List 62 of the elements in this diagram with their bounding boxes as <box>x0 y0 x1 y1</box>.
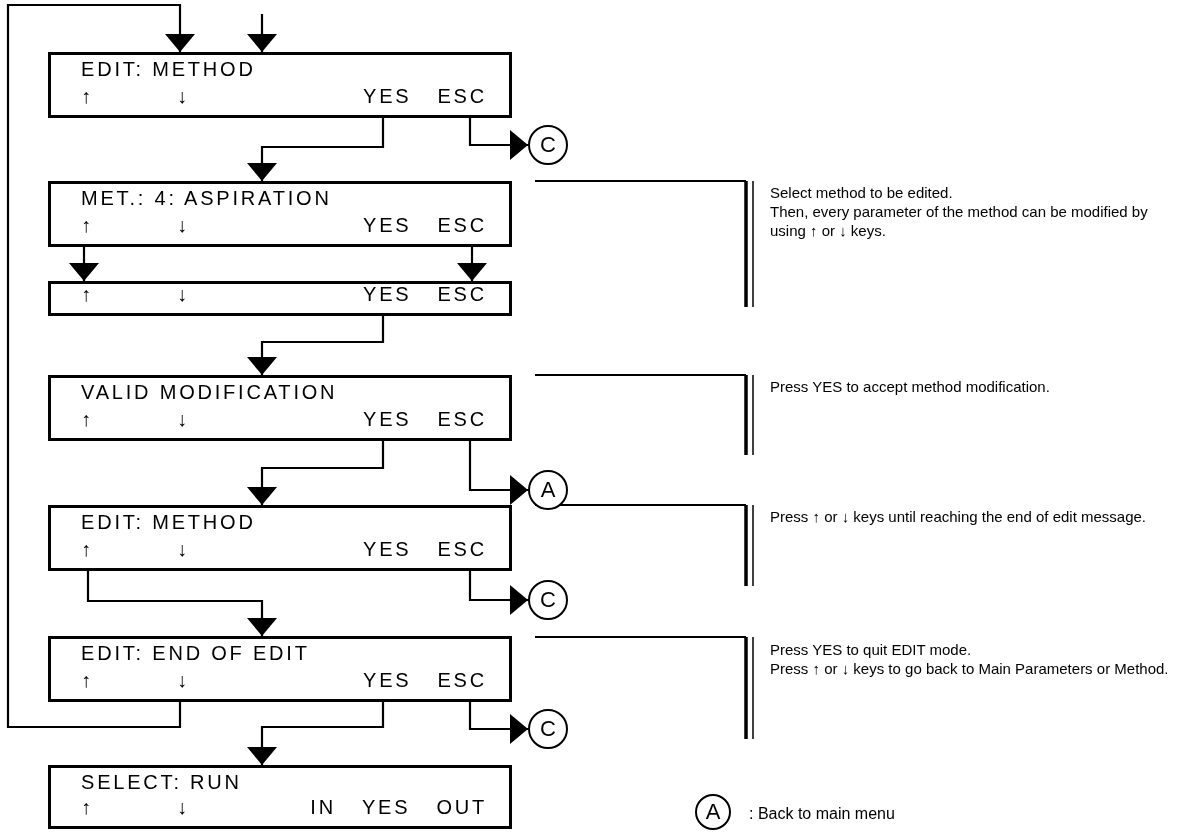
key-label: ESC <box>437 215 487 235</box>
lcd-screen-box <box>48 375 512 441</box>
key-label: ESC <box>437 409 487 429</box>
key-label: ↓ <box>177 409 190 429</box>
arrow <box>247 14 277 52</box>
lcd-text: EDIT: END OF EDIT <box>81 643 310 663</box>
key-label: YES <box>363 409 412 429</box>
note-text: Press ↑ or ↓ keys to go back to Main Parameters or Method. <box>770 659 1170 678</box>
key-label: ESC <box>437 86 487 106</box>
lcd-screen-box <box>48 181 512 247</box>
key-label: ↓ <box>177 284 190 304</box>
key-label: ↑ <box>81 797 94 817</box>
key-label: ↑ <box>81 670 94 690</box>
note-text: Press YES to accept method modification. <box>770 377 1051 396</box>
lcd-screen-box <box>48 505 512 571</box>
key-label: ESC <box>437 284 487 304</box>
note-text: Press YES to quit EDIT mode. <box>770 640 973 659</box>
key-label: ESC <box>437 539 487 559</box>
key-label: YES <box>363 539 412 559</box>
key-label: ↓ <box>177 670 190 690</box>
key-label: ↓ <box>177 797 190 817</box>
arrow <box>468 441 528 505</box>
note-text: Then, every parameter of the method can be modified by using ↑ or ↓ keys. <box>770 202 1149 240</box>
note-text: Press ↑ or ↓ keys until reaching the end of edit message. <box>770 507 1148 526</box>
key-label: IN <box>310 797 336 817</box>
lcd-screen-box <box>48 765 512 829</box>
arrow <box>86 571 277 636</box>
lcd-text: SELECT: RUN <box>81 772 242 792</box>
lcd-screen-box <box>48 52 512 118</box>
arrow <box>468 118 528 160</box>
key-label: YES <box>363 670 412 690</box>
lcd-screen-box <box>48 636 512 702</box>
lcd-text: EDIT: METHOD <box>81 59 256 79</box>
arrow <box>457 247 487 281</box>
arrow <box>247 441 385 505</box>
arrow <box>69 247 99 281</box>
key-label: ESC <box>437 670 487 690</box>
lcd-text: VALID MODIFICATION <box>81 382 338 402</box>
key-label: ↓ <box>177 539 190 559</box>
lcd-text: EDIT: METHOD <box>81 512 256 532</box>
key-label: ↑ <box>81 284 94 304</box>
key-label: YES <box>361 797 411 817</box>
arrow <box>6 3 195 729</box>
arrow <box>468 571 528 615</box>
arrow <box>468 702 528 744</box>
lcd-screen-box <box>48 281 512 316</box>
key-label: ↑ <box>81 409 94 429</box>
key-label: ↓ <box>177 215 190 235</box>
key-label: OUT <box>436 797 487 817</box>
key-label: ↑ <box>81 539 94 559</box>
key-label: YES <box>363 284 412 304</box>
arrow <box>247 702 385 765</box>
note-text: Select method to be edited. <box>770 183 954 202</box>
key-label: YES <box>363 215 412 235</box>
key-label: YES <box>363 86 412 106</box>
key-label: ↓ <box>177 86 190 106</box>
arrow <box>247 118 385 181</box>
key-label: ↑ <box>81 215 94 235</box>
lcd-text: MET.: 4: ASPIRATION <box>81 188 332 208</box>
legend-text: : Back to main menu <box>749 804 895 824</box>
key-label: ↑ <box>81 86 94 106</box>
arrow <box>247 316 385 375</box>
